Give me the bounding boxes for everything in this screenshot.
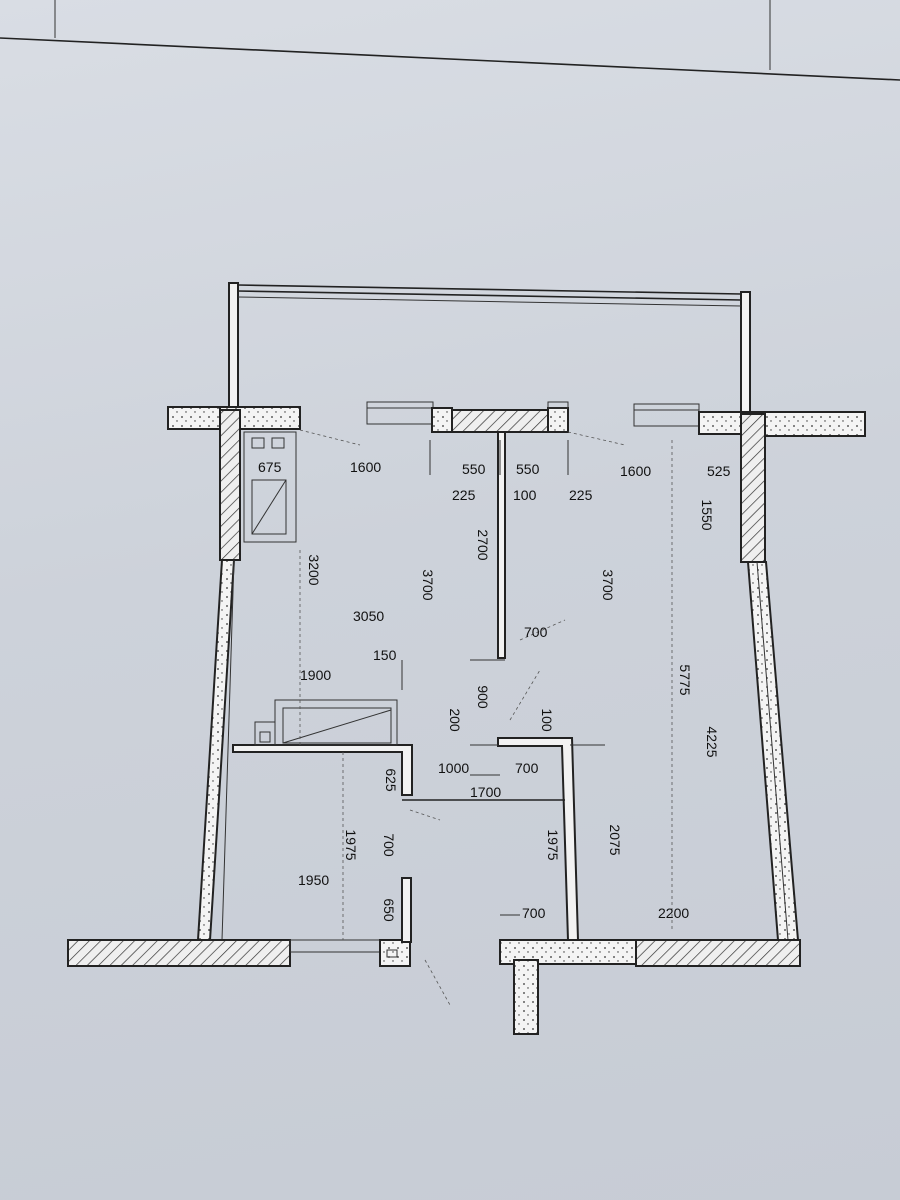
dim-label: 700 [522, 905, 546, 921]
right-wall [740, 413, 800, 941]
dim-label: 650 [381, 898, 397, 922]
dim-label: 225 [569, 487, 593, 503]
dim-label: 525 [707, 463, 731, 479]
dim-label: 200 [447, 708, 463, 732]
dim-label: 100 [513, 487, 537, 503]
dimension-labels: 675 1600 550 550 1600 525 225 100 225 15… [258, 459, 731, 922]
dim-label: 1550 [699, 499, 715, 530]
dim-label: 550 [516, 461, 540, 477]
dim-label: 1950 [298, 872, 329, 888]
dim-label: 3700 [600, 569, 616, 600]
dim-label: 700 [524, 624, 548, 640]
dim-label: 1600 [350, 459, 381, 475]
dim-label: 1700 [470, 784, 501, 800]
dim-label: 625 [383, 768, 399, 792]
dim-label: 1900 [300, 667, 331, 683]
bottom-wall [67, 939, 801, 1035]
dim-label: 1600 [620, 463, 651, 479]
dimension-lines [299, 429, 673, 1006]
balcony [228, 282, 751, 415]
dim-label: 1000 [438, 760, 469, 776]
dim-label: 150 [373, 647, 397, 663]
dim-label: 3200 [306, 554, 322, 585]
dim-label: 4225 [704, 726, 720, 757]
dim-label: 700 [515, 760, 539, 776]
dim-label: 100 [539, 708, 555, 732]
left-wall [196, 409, 241, 941]
dim-label: 3700 [420, 569, 436, 600]
dim-label: 2700 [475, 529, 491, 560]
dim-label: 700 [381, 833, 397, 857]
ventilation-shaft [243, 431, 297, 543]
dim-label: 1975 [343, 829, 359, 860]
dim-label: 675 [258, 459, 282, 475]
dim-label: 5775 [677, 664, 693, 695]
dim-label: 3050 [353, 608, 384, 624]
dim-label: 225 [452, 487, 476, 503]
dim-label: 900 [475, 685, 491, 709]
sheet-border [0, 0, 900, 81]
counter-box [254, 699, 398, 746]
dim-label: 2075 [607, 824, 623, 855]
dim-label: 1975 [545, 829, 561, 860]
dim-label: 550 [462, 461, 486, 477]
dim-label: 2200 [658, 905, 689, 921]
interior-walls [232, 431, 580, 943]
